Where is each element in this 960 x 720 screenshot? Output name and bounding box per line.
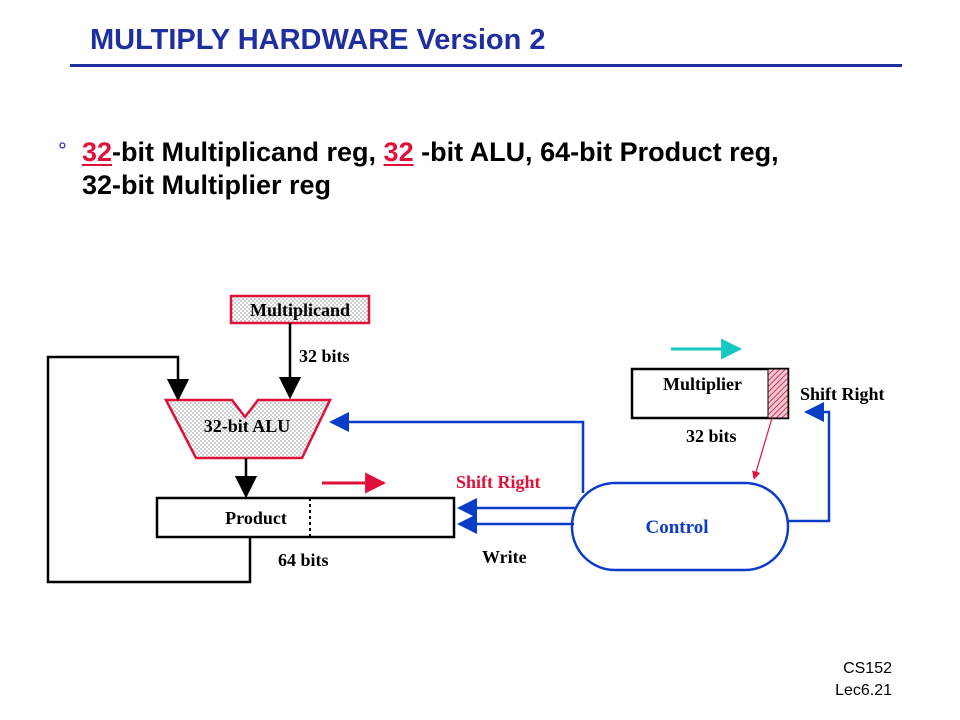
control-to-multiplier-shift-arrow <box>788 402 831 523</box>
bullet-number-multiplicand: 32 <box>82 137 113 167</box>
lecture-number: Lec6.21 <box>835 682 892 699</box>
write-label: Write <box>482 547 527 567</box>
slide-title: MULTIPLY HARDWARE Version 2 <box>90 24 546 56</box>
control-label: Control <box>646 517 709 538</box>
multiplicand-label: Multiplicand <box>250 300 350 320</box>
alu-label: 32-bit ALU <box>204 416 291 436</box>
multiplier-register <box>630 367 790 420</box>
control-block <box>570 481 790 572</box>
bullet-text-segment-2: -bit ALU, 64-bit Product reg, <box>413 137 779 167</box>
slide-footer: CS152 Lec6.21 <box>772 658 892 702</box>
product-label: Product <box>225 508 287 528</box>
product-register <box>155 496 456 539</box>
title-underline <box>70 64 902 67</box>
multiplier-lsb-bit <box>767 368 789 419</box>
multiplier-lsb-to-control-arrow <box>752 417 773 480</box>
alu-block <box>163 398 332 460</box>
bullet-text-segment-1: -bit Multiplicand reg, <box>112 137 384 167</box>
product-shift-right-label: Shift Right <box>456 472 541 492</box>
bullet-marker: ° <box>58 138 67 163</box>
product-feedback-loop <box>46 355 252 584</box>
multiplicand-register <box>229 294 371 325</box>
bullet-text-line-2: 32-bit Multiplier reg <box>82 170 332 200</box>
control-to-alu-arrow <box>329 412 585 493</box>
bullet-text: 32-bit Multiplicand reg, 32 -bit ALU, 64… <box>82 136 942 202</box>
multiplicand-width-label: 32 bits <box>299 346 350 366</box>
multiplier-label: Multiplier <box>663 374 742 394</box>
bullet-number-alu: 32 <box>383 137 414 167</box>
multiplier-shift-right-label: Shift Right <box>800 384 885 404</box>
course-code: CS152 <box>843 660 892 677</box>
multiplier-width-label: 32 bits <box>686 426 737 446</box>
product-width-label: 64 bits <box>278 550 329 570</box>
